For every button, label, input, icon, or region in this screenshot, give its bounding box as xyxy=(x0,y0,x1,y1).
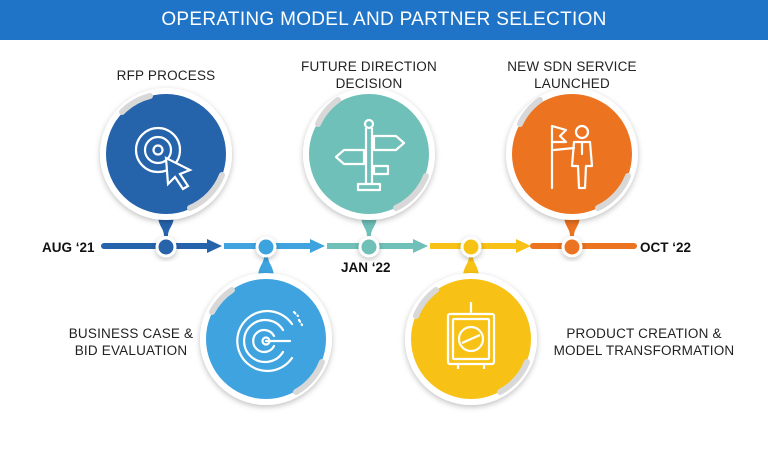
milestone-1-highlight xyxy=(119,93,153,115)
milestone-5-highlight-lower xyxy=(595,173,631,211)
milestone-3-stem xyxy=(361,215,377,236)
milestone-1-stem xyxy=(158,215,174,236)
milestone-1-label: RFP PROCESS xyxy=(116,68,216,83)
date-end: OCT ‘22 xyxy=(640,240,692,255)
date-mid: JAN ‘22 xyxy=(341,260,391,275)
milestone-5-node xyxy=(561,236,583,258)
milestone-2-node xyxy=(255,236,277,258)
milestone-product-creation xyxy=(405,236,537,405)
milestone-1-highlight-lower xyxy=(187,172,225,211)
milestone-4-highlight-lower xyxy=(497,359,530,395)
timeline-arrow-1 xyxy=(207,239,222,253)
milestone-2-highlight-lower xyxy=(293,359,325,395)
milestone-1-node xyxy=(155,236,177,258)
signpost-icon xyxy=(334,118,406,192)
target-cursor-icon xyxy=(134,126,193,191)
milestone-2-highlight xyxy=(209,287,235,315)
milestone-2-circle xyxy=(206,279,326,399)
milestone-3-highlight xyxy=(315,97,341,127)
timeline-arrow-3 xyxy=(413,239,428,253)
milestone-2-stem xyxy=(258,256,274,278)
page-title: OPERATING MODEL AND PARTNER SELECTION xyxy=(161,9,607,30)
timeline-arrow-4 xyxy=(516,239,531,253)
milestone-4-stem xyxy=(463,256,479,278)
milestone-3-label: FUTURE DIRECTION DECISION xyxy=(301,59,437,91)
milestone-future-direction xyxy=(303,88,435,258)
milestone-rfp-process xyxy=(100,88,232,258)
milestone-3-node xyxy=(358,236,380,258)
milestone-4-highlight xyxy=(413,287,439,319)
milestone-3-highlight-lower xyxy=(393,173,429,211)
title-banner: OPERATING MODEL AND PARTNER SELECTION xyxy=(0,0,768,40)
person-flag-icon xyxy=(550,124,594,190)
milestone-3-circle xyxy=(309,94,429,214)
milestone-5-stem xyxy=(564,215,580,236)
circular-gauge-icon xyxy=(236,309,304,373)
timeline-arrow-2 xyxy=(310,239,325,253)
milestone-5-highlight xyxy=(517,97,543,127)
date-start: AUG ‘21 xyxy=(42,240,95,255)
milestone-4-node xyxy=(460,236,482,258)
milestone-business-case xyxy=(200,236,332,405)
milestone-1-circle xyxy=(106,94,226,214)
milestone-5-label: NEW SDN SERVICE LAUNCHED xyxy=(507,59,637,91)
milestone-sdn-launch xyxy=(506,88,638,258)
milestone-4-label: PRODUCT CREATION & MODEL TRANSFORMATION xyxy=(553,326,735,358)
safe-dial-icon xyxy=(446,302,496,369)
milestone-2-label: BUSINESS CASE & BID EVALUATION xyxy=(68,326,194,358)
